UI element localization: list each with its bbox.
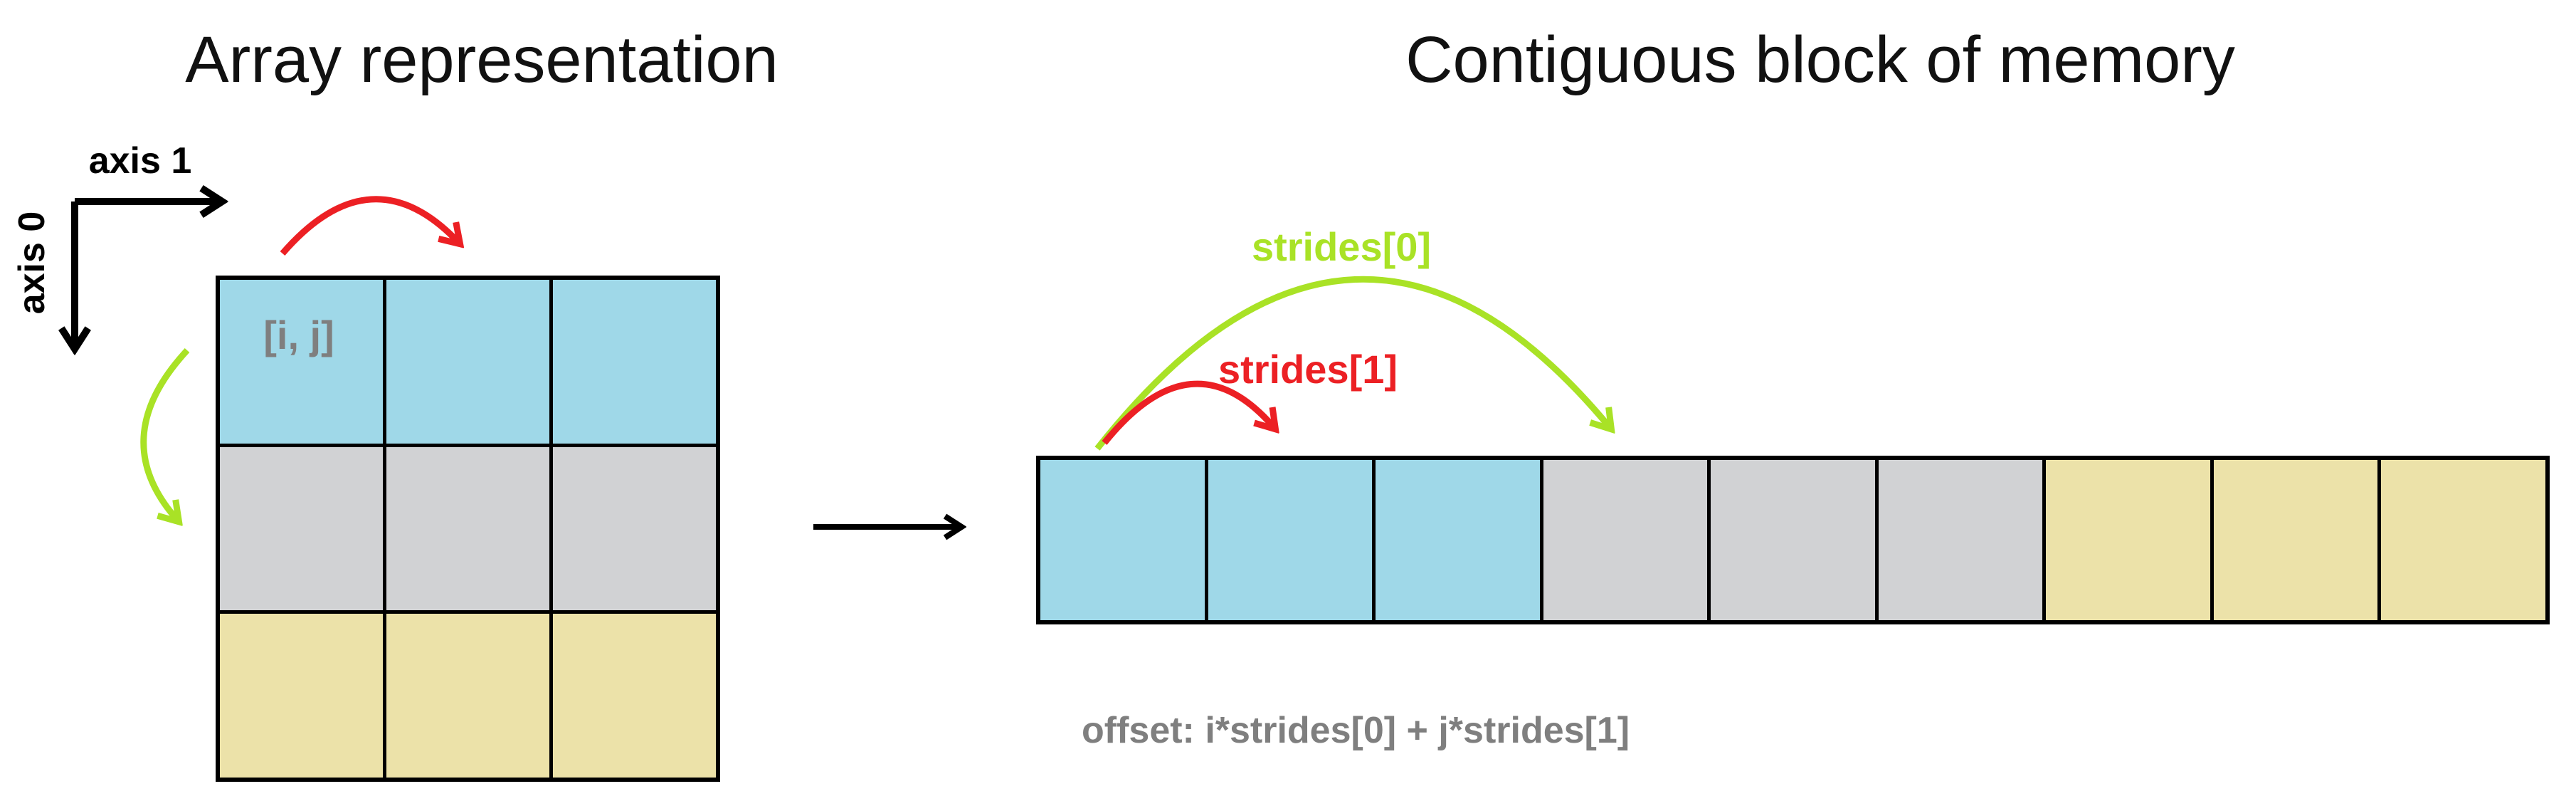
array-axis1-step-arrow (280, 196, 458, 256)
offset-formula: offset: i*strides[0] + j*strides[1] (1082, 710, 1630, 751)
memory-cell (2046, 460, 2210, 620)
memory-cell (2213, 460, 2378, 620)
memory-cell (1040, 460, 1205, 620)
array-axis0-step-arrow (140, 347, 190, 520)
axis-1-label: axis 1 (88, 140, 192, 182)
memory-cell (1208, 460, 1373, 620)
array-cell (553, 614, 716, 778)
strides1-arrow (1102, 380, 1274, 445)
contiguous-memory-title: Contiguous block of memory (1405, 23, 2235, 96)
array-cell (553, 280, 716, 444)
array-cell (220, 446, 383, 611)
array-cell (220, 614, 383, 778)
memory-cell (1711, 460, 1875, 620)
array-cell (386, 446, 549, 611)
array-representation-title: Array representation (185, 23, 778, 96)
memory-cell (2381, 460, 2545, 620)
array-grid (216, 276, 720, 782)
array-cell (553, 446, 716, 611)
strides0-label: strides[0] (1251, 224, 1432, 269)
memory-cell (1543, 460, 1708, 620)
strides1-label: strides[1] (1218, 347, 1398, 392)
array-cell (386, 614, 549, 778)
memory-cell (1878, 460, 2043, 620)
memory-row (1036, 456, 2550, 624)
axis-0-label: axis 0 (11, 211, 53, 315)
memory-cell (1376, 460, 1540, 620)
array-cell (386, 280, 549, 444)
array-cell (220, 280, 383, 444)
array-index-label: [i, j] (263, 313, 334, 357)
